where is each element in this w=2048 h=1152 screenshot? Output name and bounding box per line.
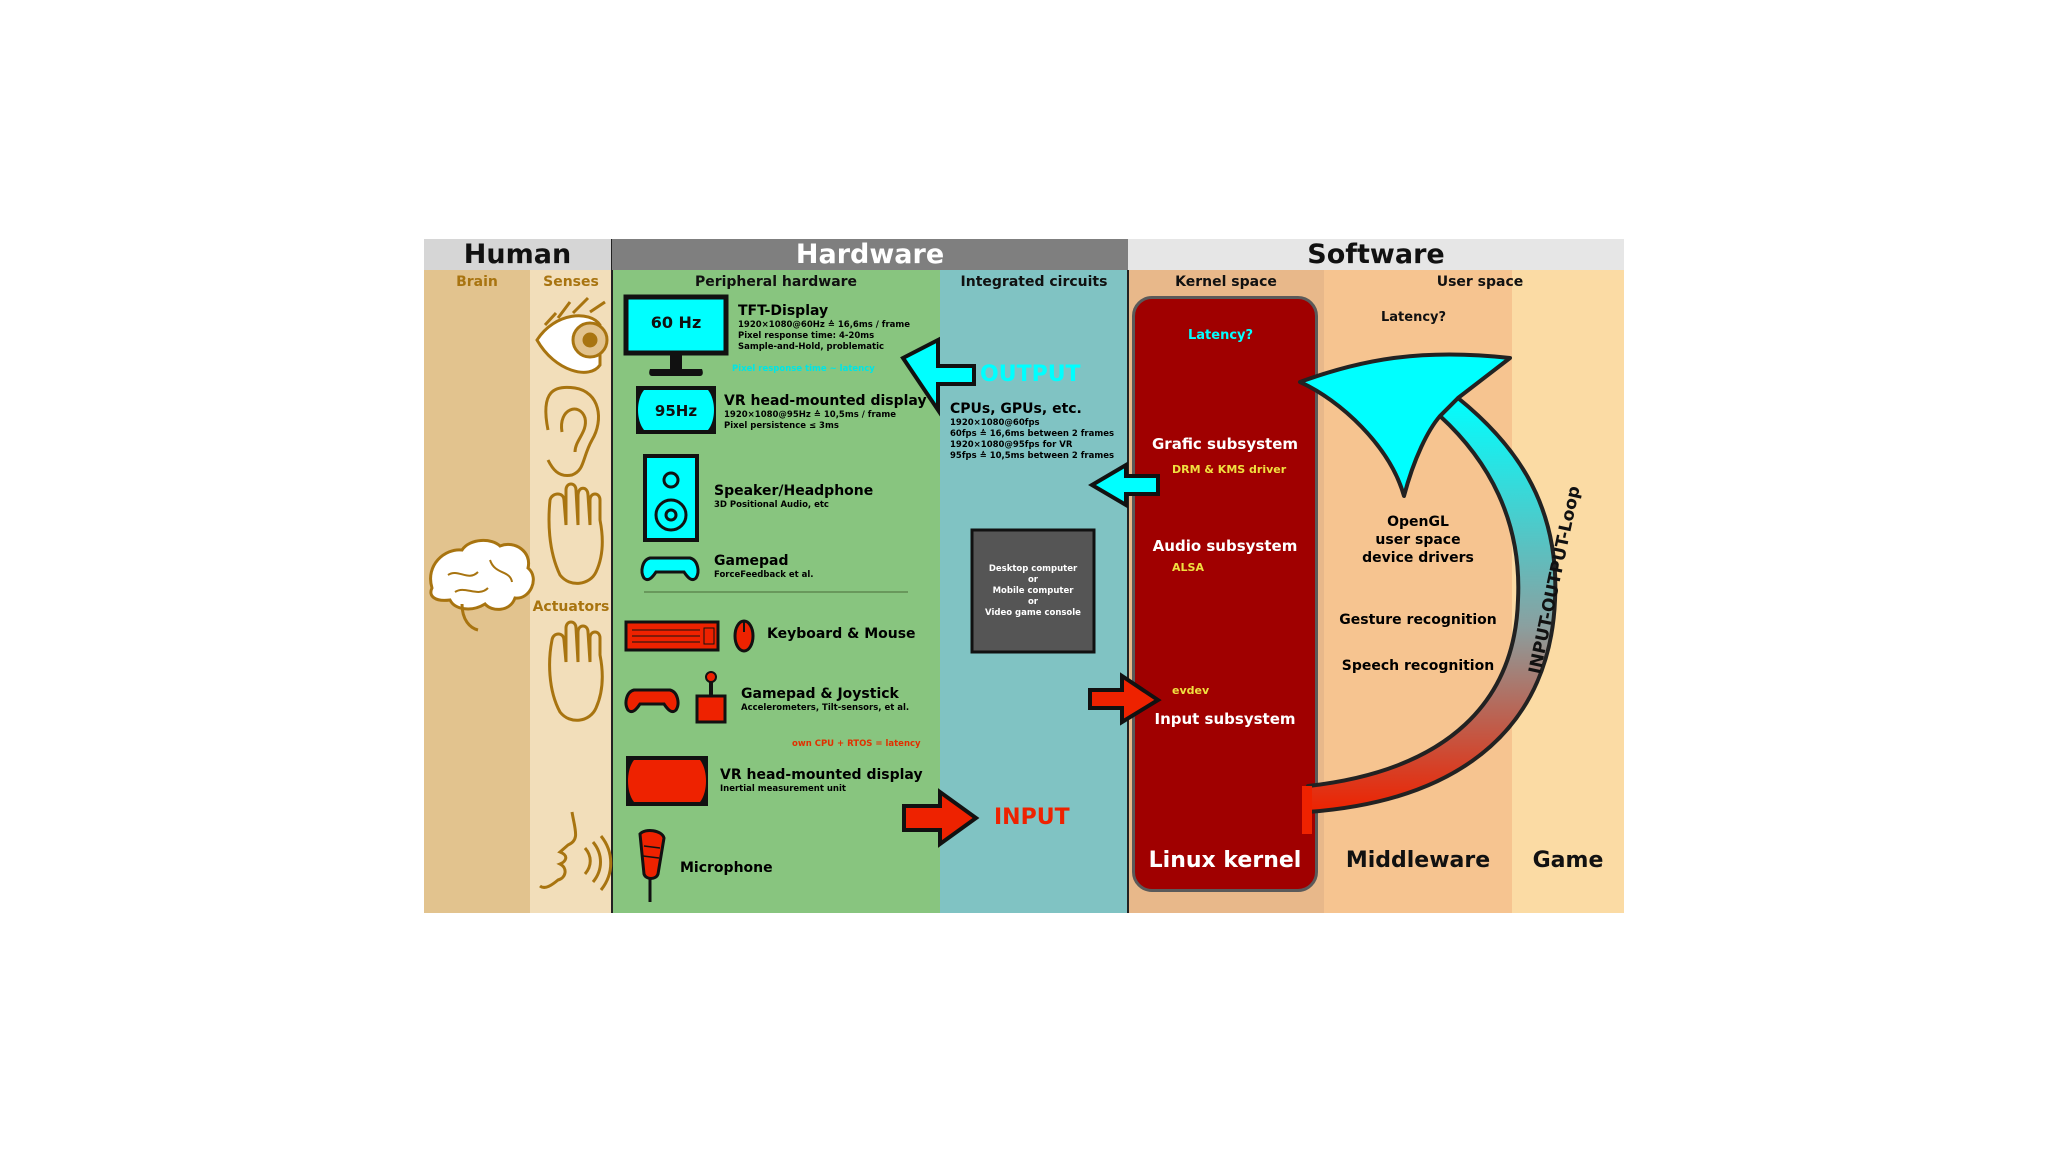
drm-kms-driver: DRM & KMS driver xyxy=(1172,463,1287,476)
opengl-line1: OpenGL xyxy=(1387,514,1449,530)
speaker-title: Speaker/Headphone xyxy=(714,483,874,499)
linux-kernel-box xyxy=(1132,296,1318,892)
input-subsystem: Input subsystem xyxy=(1154,710,1296,728)
header-hardware: Hardware xyxy=(612,239,1128,270)
kernel-output-arrow xyxy=(1088,461,1160,509)
speech-recognition: Speech recognition xyxy=(1341,658,1495,674)
input-output-loop-arrow xyxy=(1298,352,1558,834)
subheader-kernel-space: Kernel space xyxy=(1175,274,1277,290)
cpu-line4: 95fps ≙ 10,5ms between 2 frames xyxy=(950,451,1115,461)
speaker-icon xyxy=(643,454,699,542)
input-arrow xyxy=(902,788,980,848)
tft-badge: 60 Hz xyxy=(650,313,702,332)
cyan-latency-note: Pixel response time ~ latency xyxy=(732,364,875,374)
rtos-latency-note: own CPU + RTOS = latency xyxy=(792,739,921,749)
opengl-line2: user space xyxy=(1375,532,1461,548)
tft-line1: 1920×1080@60Hz ≙ 16,6ms / frame xyxy=(738,320,911,330)
subheader-brain: Brain xyxy=(456,274,498,290)
cpu-line1: 1920×1080@60fps xyxy=(950,418,1040,428)
audio-subsystem: Audio subsystem xyxy=(1152,537,1298,555)
tft-line2: Pixel response time: 4-20ms xyxy=(738,331,875,341)
computer-box-line4: or xyxy=(1027,597,1039,607)
vr-hmd-output-icon xyxy=(636,386,716,434)
evdev-label: evdev xyxy=(1172,684,1210,697)
brain-icon xyxy=(429,539,535,632)
alsa-label: ALSA xyxy=(1172,561,1204,574)
output-label: OUTPUT xyxy=(980,362,1081,387)
input-label: INPUT xyxy=(994,805,1070,830)
gamepad-output-title: Gamepad xyxy=(714,553,789,569)
computer-box-line2: or xyxy=(1027,575,1039,585)
computer-box-line3: Mobile computer xyxy=(992,586,1074,596)
hmd-input-title: VR head-mounted display xyxy=(720,767,923,783)
hmd-output-line1: 1920×1080@95Hz ≙ 10,5ms / frame xyxy=(724,410,897,420)
header-software: Software xyxy=(1128,239,1624,270)
eye-icon xyxy=(535,296,609,374)
microphone-title: Microphone xyxy=(680,860,773,876)
computer-box-line5: Video game console xyxy=(985,608,1081,618)
speaker-line1: 3D Positional Audio, etc xyxy=(714,500,829,510)
output-arrow xyxy=(900,336,976,417)
header-human: Human xyxy=(424,239,611,270)
microphone-icon xyxy=(638,829,666,902)
subheader-user-space: User space xyxy=(1436,274,1524,290)
cpu-title: CPUs, GPUs, etc. xyxy=(950,401,1082,417)
speaking-face-icon xyxy=(539,811,613,891)
userspace-latency: Latency? xyxy=(1381,310,1447,325)
hardware-left-border xyxy=(611,239,613,913)
mouse-icon xyxy=(733,619,755,653)
linux-kernel-label: Linux kernel xyxy=(1148,848,1302,873)
subheader-senses: Senses xyxy=(543,274,599,290)
subheader-integrated: Integrated circuits xyxy=(960,274,1108,290)
tft-line3: Sample-and-Hold, problematic xyxy=(738,342,885,352)
tft-monitor-icon xyxy=(623,294,729,376)
senses-column xyxy=(530,270,612,913)
subheader-peripheral: Peripheral hardware xyxy=(694,274,858,290)
ear-icon xyxy=(544,385,600,478)
keyboard-icon xyxy=(624,620,720,652)
middleware-label: Middleware xyxy=(1345,848,1491,873)
gamepad-input-icon xyxy=(624,688,680,714)
computer-box-line1: Desktop computer xyxy=(988,564,1078,574)
gamepad-joystick-line1: Accelerometers, Tilt-sensors, et al. xyxy=(741,703,910,713)
cpu-line3: 1920×1080@95fps for VR xyxy=(950,440,1073,450)
cpu-line2: 60fps ≙ 16,6ms between 2 frames xyxy=(950,429,1115,439)
game-label: Game xyxy=(1532,848,1604,873)
kernel-latency: Latency? xyxy=(1188,328,1254,343)
joystick-icon xyxy=(695,671,727,724)
kernel-input-arrow xyxy=(1088,672,1162,726)
hmd-input-line1: Inertial measurement unit xyxy=(720,784,846,794)
gamepad-joystick-title: Gamepad & Joystick xyxy=(741,686,899,702)
actuator-hand-icon xyxy=(548,620,604,722)
hmd-badge: 95Hz xyxy=(654,402,698,420)
gamepad-output-line1: ForceFeedback et al. xyxy=(714,570,814,580)
opengl-line3: device drivers xyxy=(1362,550,1474,566)
vr-hmd-input-icon xyxy=(626,756,708,806)
keyboard-mouse-title: Keyboard & Mouse xyxy=(767,626,916,642)
hmd-output-line2: Pixel persistence ≤ 3ms xyxy=(724,421,839,431)
touch-hand-icon xyxy=(547,482,604,585)
computer-box xyxy=(970,528,1096,654)
hardware-right-border xyxy=(1127,239,1129,913)
grafic-subsystem: Grafic subsystem xyxy=(1151,435,1298,453)
hmd-output-title: VR head-mounted display xyxy=(724,393,927,409)
gesture-recognition: Gesture recognition xyxy=(1339,612,1497,628)
tft-title: TFT-Display xyxy=(738,303,829,319)
subheader-actuators: Actuators xyxy=(532,599,610,615)
gamepad-output-icon xyxy=(640,556,700,582)
